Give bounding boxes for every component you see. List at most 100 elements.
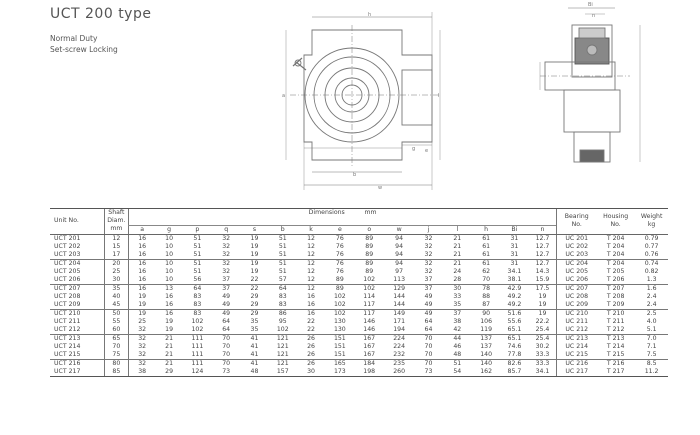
table-cell: 0.79: [635, 233, 668, 243]
table-cell: 70: [482, 275, 491, 283]
header-dim-p: p: [182, 225, 213, 235]
table-cell: 29: [250, 292, 259, 300]
table-cell: 41: [240, 358, 269, 368]
header-housing-2: No.: [610, 221, 621, 229]
table-cell: 119: [480, 325, 493, 333]
table-cell: 55.6: [507, 317, 522, 325]
table-cell: 83: [182, 308, 213, 318]
table-cell: 21: [165, 342, 174, 350]
table-cell: 49: [414, 308, 443, 318]
table-cell: 140: [480, 350, 493, 358]
table-cell: 224: [393, 342, 406, 350]
table-cell: 21: [165, 350, 174, 358]
table-cell: 30: [296, 367, 326, 377]
table-cell: 88: [482, 292, 491, 300]
header-dim-e: e: [325, 225, 355, 235]
table-cell: 16: [296, 308, 326, 318]
table-cell: 70: [103, 342, 129, 351]
table-cell: 20: [103, 258, 129, 268]
table-cell: 89: [354, 233, 384, 243]
table-cell: 1.6: [635, 283, 668, 293]
table-cell: 12: [296, 283, 326, 293]
table-cell: 25: [103, 267, 129, 276]
table-cell: 51: [268, 258, 297, 268]
table-cell: 70: [222, 350, 231, 358]
table-cell: 74.6: [507, 342, 522, 350]
table-cell: 171: [393, 317, 406, 325]
header-weight-1: Weight: [640, 213, 663, 221]
table-cell: 12.7: [528, 233, 557, 243]
table-cell: 51: [442, 358, 472, 368]
header-weight-2: kg: [647, 221, 656, 229]
header-dim-s: s: [240, 225, 269, 235]
table-cell: 26: [307, 350, 315, 358]
table-cell: UC 216: [556, 358, 597, 368]
table-cell: 94: [395, 242, 404, 250]
table-cell: T 217: [596, 367, 636, 377]
table-cell: 16: [155, 308, 183, 318]
table-cell: 5.1: [646, 325, 657, 333]
unit-no-cell: UCT 211: [54, 317, 81, 325]
table-cell: 12.7: [535, 250, 550, 258]
table-cell: 33: [453, 292, 462, 300]
header-dimensions-spacer: [127, 217, 557, 226]
table-cell: 64: [268, 283, 297, 293]
table-cell: 48: [240, 367, 269, 377]
table-cell: 102: [276, 325, 289, 333]
table-cell: 55: [103, 317, 129, 326]
table-cell: 165: [325, 358, 355, 368]
table-cell: 111: [191, 342, 204, 350]
table-cell: 51: [193, 242, 202, 250]
table-cell: 76: [325, 258, 355, 268]
page-title: UCT 200 type: [50, 6, 152, 22]
dim-label-e: e: [425, 148, 428, 154]
table-cell: 51.6: [500, 308, 529, 318]
table-cell: 12: [307, 250, 315, 258]
table-cell: 16: [127, 233, 156, 243]
table-cell: 32: [127, 342, 156, 351]
table-cell: 21: [155, 358, 183, 368]
table-cell: 76: [335, 242, 344, 250]
table-cell: 83: [193, 300, 202, 308]
table-cell: T 207: [596, 283, 636, 293]
table-cell: 32: [424, 250, 433, 258]
table-cell: 83: [278, 292, 287, 300]
dim-label-h: h: [368, 12, 371, 18]
header-weight: Weight kg: [635, 208, 668, 235]
table-cell: T 213: [596, 333, 636, 343]
table-cell: 19: [240, 258, 269, 268]
table-cell: 54: [442, 367, 472, 377]
table-cell: 64: [424, 317, 433, 325]
table-cell: 77.8: [507, 350, 522, 358]
table-cell: 17: [103, 250, 129, 259]
table-cell: 86: [268, 308, 297, 318]
table-cell: 19: [127, 300, 156, 309]
table-cell: 19: [165, 317, 174, 325]
header-dim-j: j: [414, 225, 443, 235]
table-cell: 121: [276, 342, 289, 350]
table-cell: 12: [307, 275, 315, 283]
table-cell: 19: [250, 267, 259, 275]
table-cell: T 204: [606, 250, 625, 258]
table-cell: 30: [103, 275, 129, 284]
table-cell: 45: [103, 300, 129, 309]
table-cell: 19: [538, 300, 547, 308]
table-cell: 75: [103, 350, 129, 359]
table-cell: 10: [155, 258, 183, 268]
table-cell: 32: [127, 350, 156, 359]
table-cell: 80: [103, 358, 129, 368]
table-cell: 78: [471, 283, 501, 293]
table-cell: 70: [414, 358, 443, 368]
header-dimensions-unit: mm: [364, 209, 377, 216]
header-shaft-1: Shaft: [103, 208, 129, 217]
table-cell: 16: [127, 267, 156, 276]
table-cell: UC 213: [556, 333, 597, 343]
header-dim-bi: Bi: [500, 225, 529, 235]
table-cell: 16: [165, 300, 174, 308]
table-cell: 89: [365, 250, 374, 258]
table-cell: T 204: [596, 233, 636, 243]
table-cell: 26: [296, 358, 326, 368]
table-cell: 44: [442, 333, 472, 343]
